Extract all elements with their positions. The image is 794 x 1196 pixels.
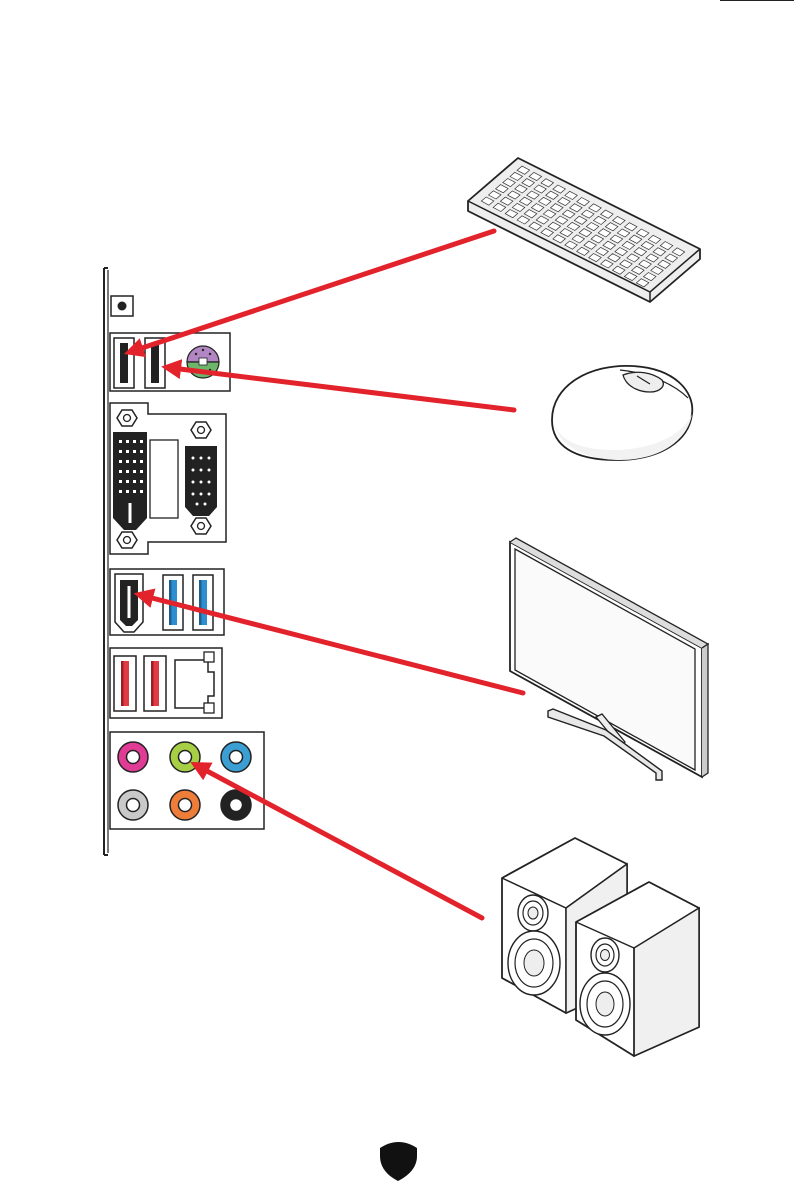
audio-jack-pink (118, 742, 148, 772)
io-shield (104, 268, 264, 855)
hdmi-port (115, 574, 143, 632)
blank-panel (150, 440, 178, 518)
usb-port (114, 656, 136, 711)
clear-cmos-button (111, 296, 133, 316)
shield-icon (380, 1142, 417, 1181)
hex-screw (191, 518, 211, 534)
dvi-port (113, 432, 147, 530)
hex-screw (117, 410, 137, 426)
dvi-vga-block (110, 403, 226, 554)
audio-jack-block (110, 732, 264, 829)
audio-jack-blue (221, 742, 251, 772)
monitor-icon (510, 538, 708, 780)
audio-jack-gray (118, 790, 148, 820)
audio-jack-orange (170, 790, 200, 820)
usb-port (144, 656, 166, 711)
line-out-jack (170, 742, 200, 772)
speakers-icon (502, 838, 699, 1056)
hex-screw (191, 422, 211, 438)
mouse-icon (552, 366, 692, 460)
usb-lan-block (110, 648, 222, 718)
arrow-keyboard-to-usb (142, 231, 494, 348)
arrow-speakers-to-line-out (207, 771, 482, 918)
usb-ps2-block (110, 333, 230, 391)
keyboard-icon (468, 158, 700, 302)
lan-port (175, 652, 214, 713)
usb-port (114, 338, 134, 388)
hex-screw (117, 532, 137, 548)
vga-port (185, 446, 217, 516)
usb3-port (193, 575, 213, 630)
